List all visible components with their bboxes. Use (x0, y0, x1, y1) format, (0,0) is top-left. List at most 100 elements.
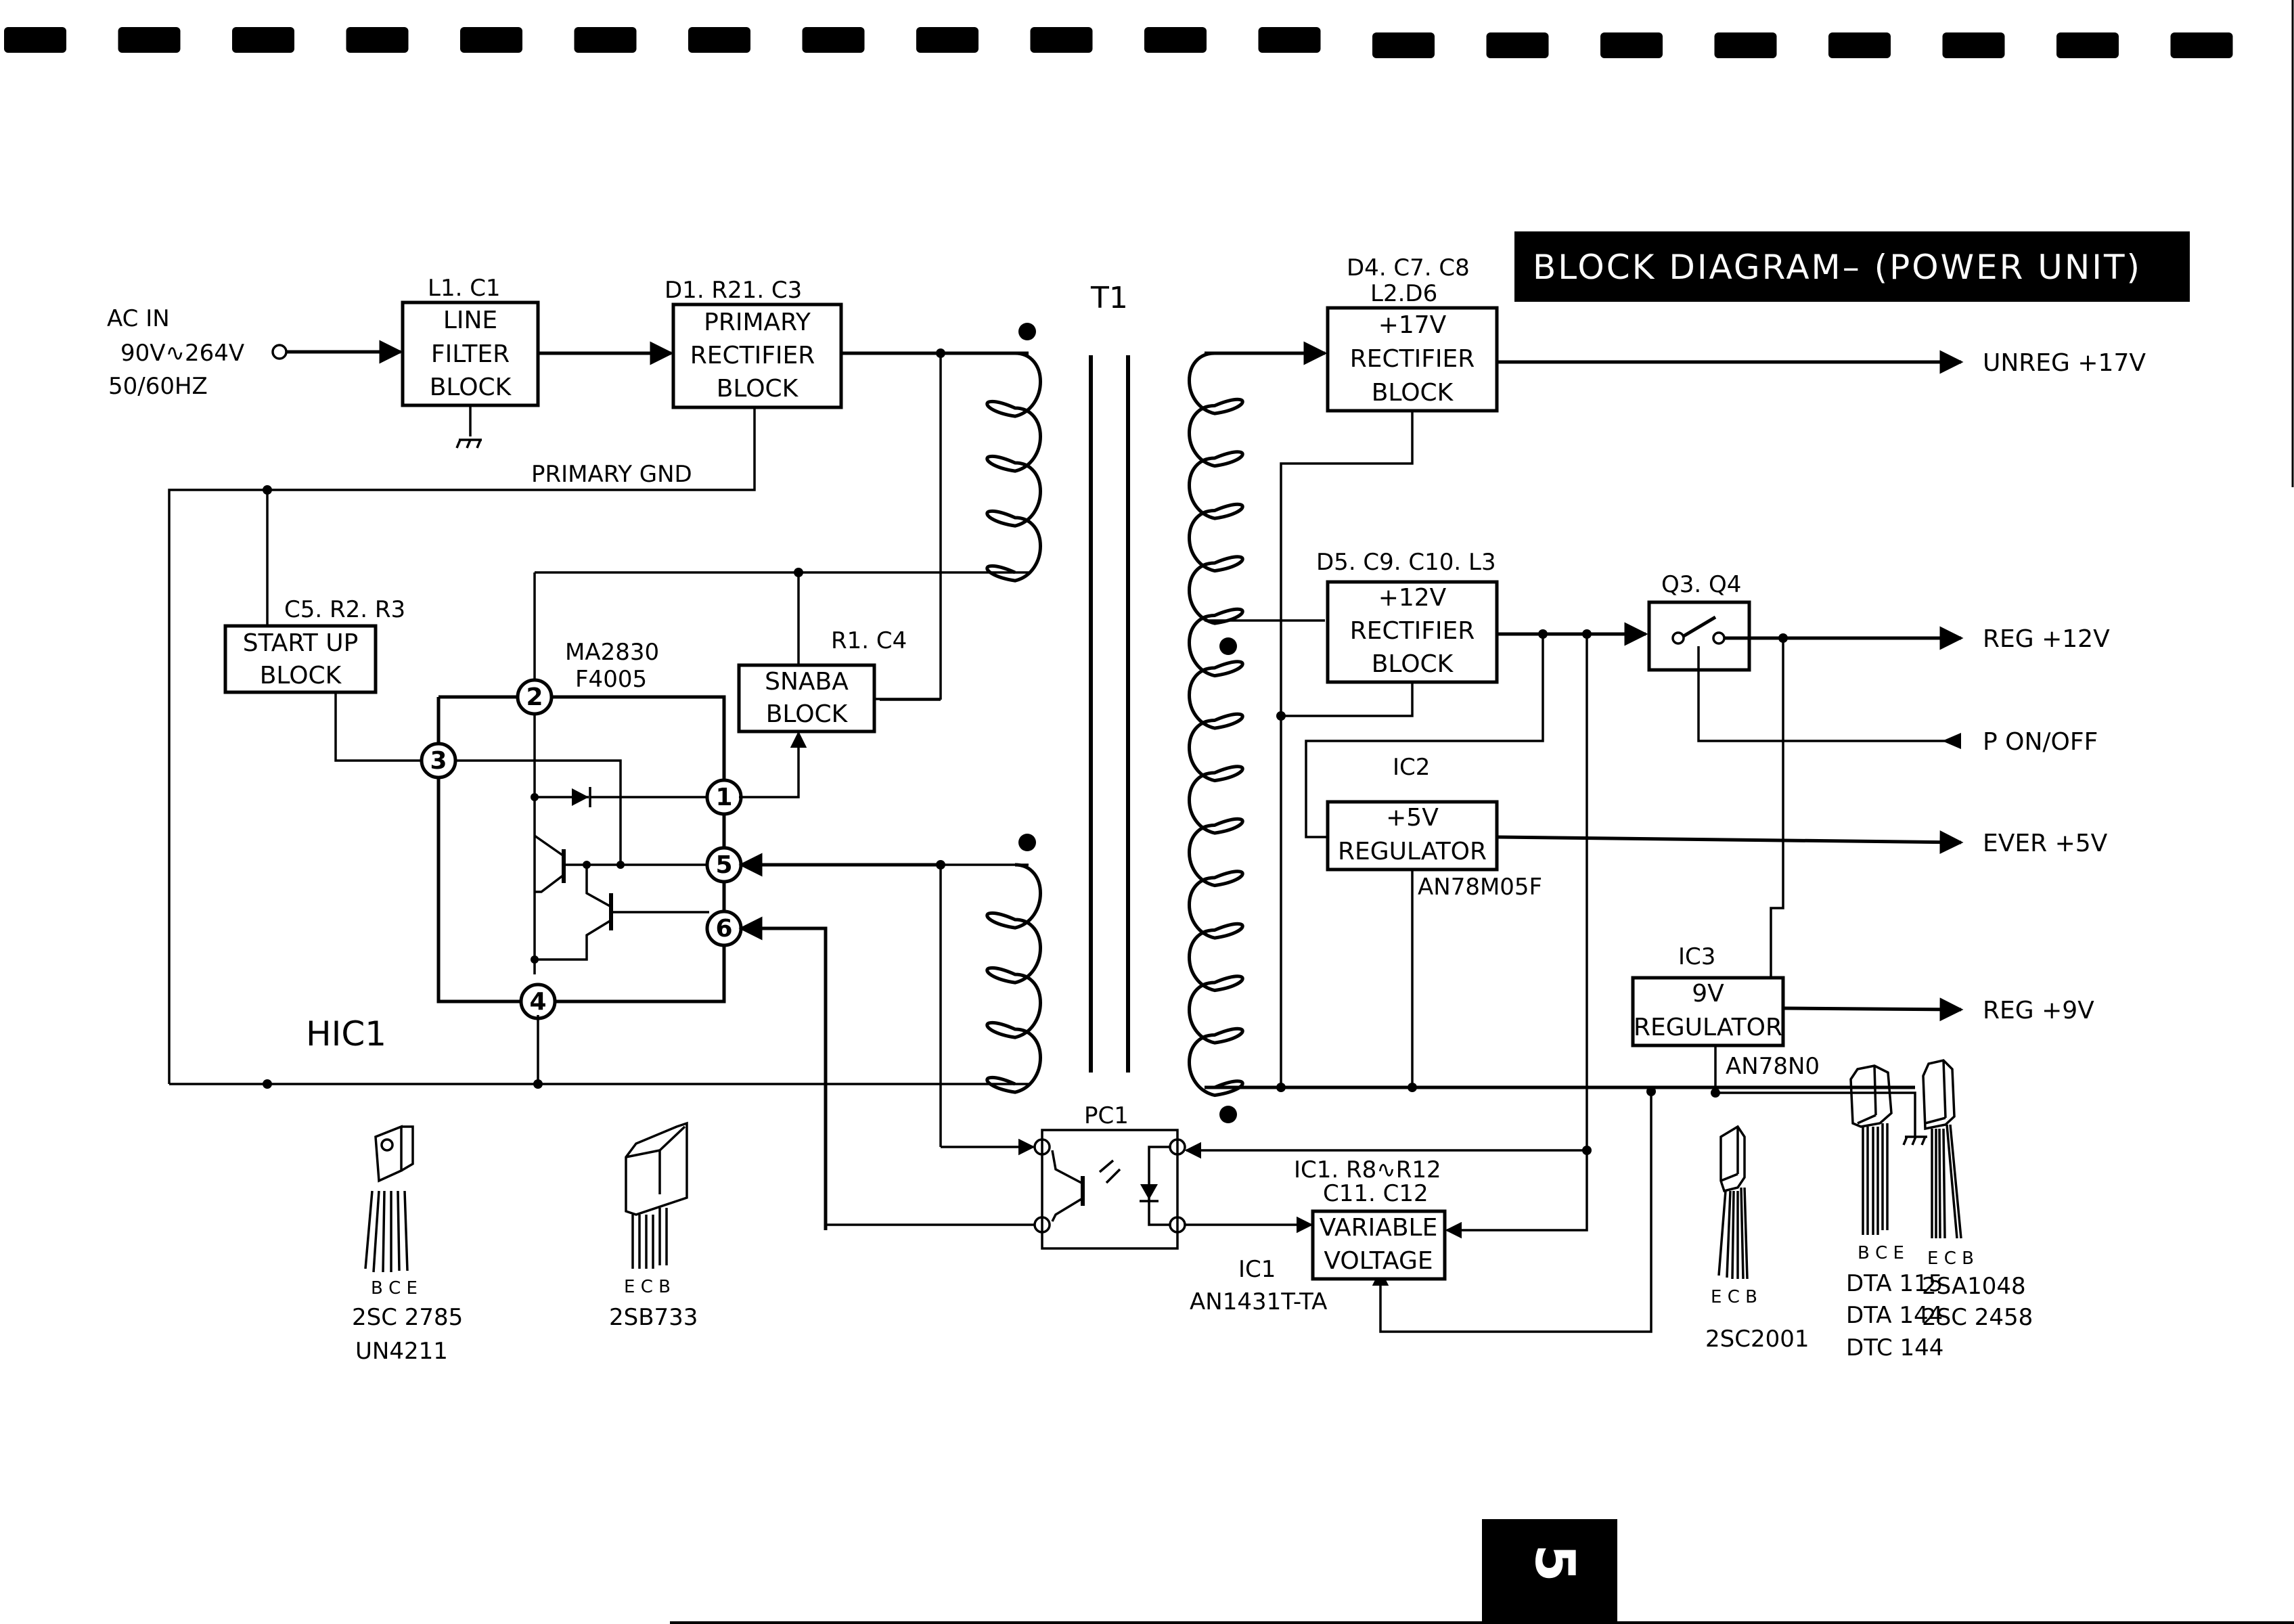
block-label: REGULATOR (1338, 838, 1487, 865)
pin-labels: B C E (371, 1278, 418, 1299)
chassis-ground-icon (455, 438, 482, 449)
block-ref: L1. C1 (428, 275, 501, 302)
sprocket-hole (1030, 27, 1093, 53)
switch-contact-icon (1671, 631, 1685, 645)
pin-labels: E C B (1711, 1287, 1757, 1307)
pc1-optocoupler: PC1 (1033, 1102, 1186, 1250)
ic-label: IC1 (1238, 1256, 1276, 1283)
block-label: BLOCK (260, 662, 342, 690)
output-unreg-17v: UNREG +17V (1983, 349, 2146, 377)
block-label: RECTIFIER (1350, 617, 1475, 645)
block-ref: IC2 (1393, 754, 1430, 781)
block-ref: D5. C9. C10. L3 (1316, 549, 1496, 576)
ac-input: AC IN 90V∿264V 50/60HZ (107, 305, 403, 400)
part-number: 2SC2001 (1705, 1326, 1809, 1353)
primary-winding (985, 351, 1042, 583)
snaba-block: R1. C4 SNABA BLOCK (737, 627, 907, 734)
hic-pin-2: 2 (516, 678, 554, 716)
part-number: UN4211 (355, 1338, 448, 1365)
pin-number: 5 (715, 851, 732, 879)
block-ref: IC1. R8∿R12 (1294, 1156, 1441, 1183)
auxiliary-winding (985, 863, 1042, 1094)
block-ref: Q3. Q4 (1661, 571, 1741, 598)
regulator-5v-block: IC2 +5V REGULATOR AN78M05F (1326, 754, 1542, 901)
sprocket-hole (1600, 32, 1663, 58)
output-ever-5v: EVER +5V (1983, 830, 2108, 857)
block-label: FILTER (431, 340, 510, 368)
pin-number: 3 (430, 747, 447, 775)
ac-voltage-label: 90V∿264V (120, 340, 244, 367)
output-reg-9v: REG +9V (1983, 997, 2094, 1024)
block-ref: PC1 (1084, 1102, 1129, 1129)
sprocket-hole (1828, 32, 1891, 58)
block-label: RECTIFIER (690, 342, 815, 369)
block-label: 9V (1692, 980, 1724, 1008)
pin-labels: E C B (624, 1277, 671, 1297)
block-label: +12V (1378, 584, 1447, 612)
part-number: DTA 144 (1846, 1302, 1943, 1329)
pin-labels: E C B (1927, 1248, 1974, 1269)
transformer-core (1089, 355, 1130, 1073)
rectifier-12v-block: D5. C9. C10. L3 +12V RECTIFIER BLOCK (1316, 549, 1499, 684)
transformer-label: T1 (1090, 281, 1128, 315)
page-number-tab: 5 (1482, 1519, 1617, 1624)
hic-part-number: MA2830 (565, 639, 659, 666)
page-number: 5 (1523, 1544, 1586, 1582)
page-edge-marks (4, 27, 2233, 58)
block-label: +5V (1386, 804, 1439, 832)
start-up-block: C5. R2. R3 START UP BLOCK (223, 596, 405, 694)
block-label: RECTIFIER (1350, 345, 1475, 373)
block-label: PRIMARY (704, 309, 811, 336)
block-label: BLOCK (1372, 379, 1454, 407)
polarity-dot-icon (1018, 323, 1036, 340)
part-number: AN1431T-TA (1190, 1288, 1327, 1315)
block-label: BLOCK (766, 700, 849, 728)
sprocket-hole (232, 27, 294, 53)
polarity-dot-icon (1219, 637, 1237, 655)
block-label: START UP (243, 629, 359, 657)
block-label: BLOCK (1372, 650, 1454, 678)
block-label: REGULATOR (1634, 1014, 1782, 1041)
secondary-winding (1188, 351, 1244, 1098)
block-label: VARIABLE (1320, 1214, 1438, 1242)
pin-number: 2 (526, 683, 543, 711)
hic1: MA2830 F4005 HIC1 (306, 639, 726, 1054)
part-number: 2SA1048 (1922, 1273, 2026, 1300)
variable-voltage-block: IC1. R8∿R12 C11. C12 VARIABLE VOLTAGE IC… (1190, 1156, 1447, 1315)
polarity-dot-icon (1018, 834, 1036, 851)
output-reg-12v: REG +12V (1983, 625, 2110, 653)
sprocket-hole (802, 27, 865, 53)
pin-number: 1 (715, 784, 732, 811)
sprocket-hole (1144, 27, 1207, 53)
sprocket-hole (4, 27, 66, 53)
hic-part-number: F4005 (575, 666, 647, 693)
block-label: SNABA (765, 668, 849, 696)
sprocket-hole (118, 27, 181, 53)
pin-number: 4 (529, 988, 546, 1016)
sprocket-hole (916, 27, 979, 53)
winding-turn (985, 863, 1042, 1094)
part-number: DTC 144 (1846, 1334, 1943, 1361)
part-number: AN78N0 (1726, 1053, 1820, 1080)
sprocket-hole (1486, 32, 1549, 58)
winding-turn (1188, 351, 1244, 1098)
winding-turn (985, 351, 1042, 583)
chassis-ground-icon (1902, 1135, 1927, 1146)
sprocket-hole (1372, 32, 1435, 58)
hic-pin-5: 5 (705, 846, 743, 884)
sprocket-hole (346, 27, 409, 53)
ac-terminal-icon (271, 344, 288, 360)
transistor-legend: B C E 2SC 2785 UN4211 E C B 2SB733 E C B… (352, 1059, 2033, 1365)
primary-rectifier-block: D1. R21. C3 PRIMARY RECTIFIER BLOCK (665, 277, 843, 409)
block-label: VOLTAGE (1324, 1247, 1433, 1275)
rectifier-17v-block: D4. C7. C8 L2.D6 +17V RECTIFIER BLOCK (1326, 254, 1499, 413)
block-label: LINE (443, 307, 497, 334)
polarity-dot-icon (1219, 1106, 1237, 1123)
transistor-icon (625, 1121, 688, 1269)
q3-q4-switch: Q3. Q4 (1647, 571, 1964, 978)
sprocket-hole (1942, 32, 2005, 58)
block-ref: D4. C7. C8 (1347, 254, 1470, 281)
part-number: 2SC 2458 (1922, 1304, 2033, 1331)
sprocket-hole (1714, 32, 1777, 58)
